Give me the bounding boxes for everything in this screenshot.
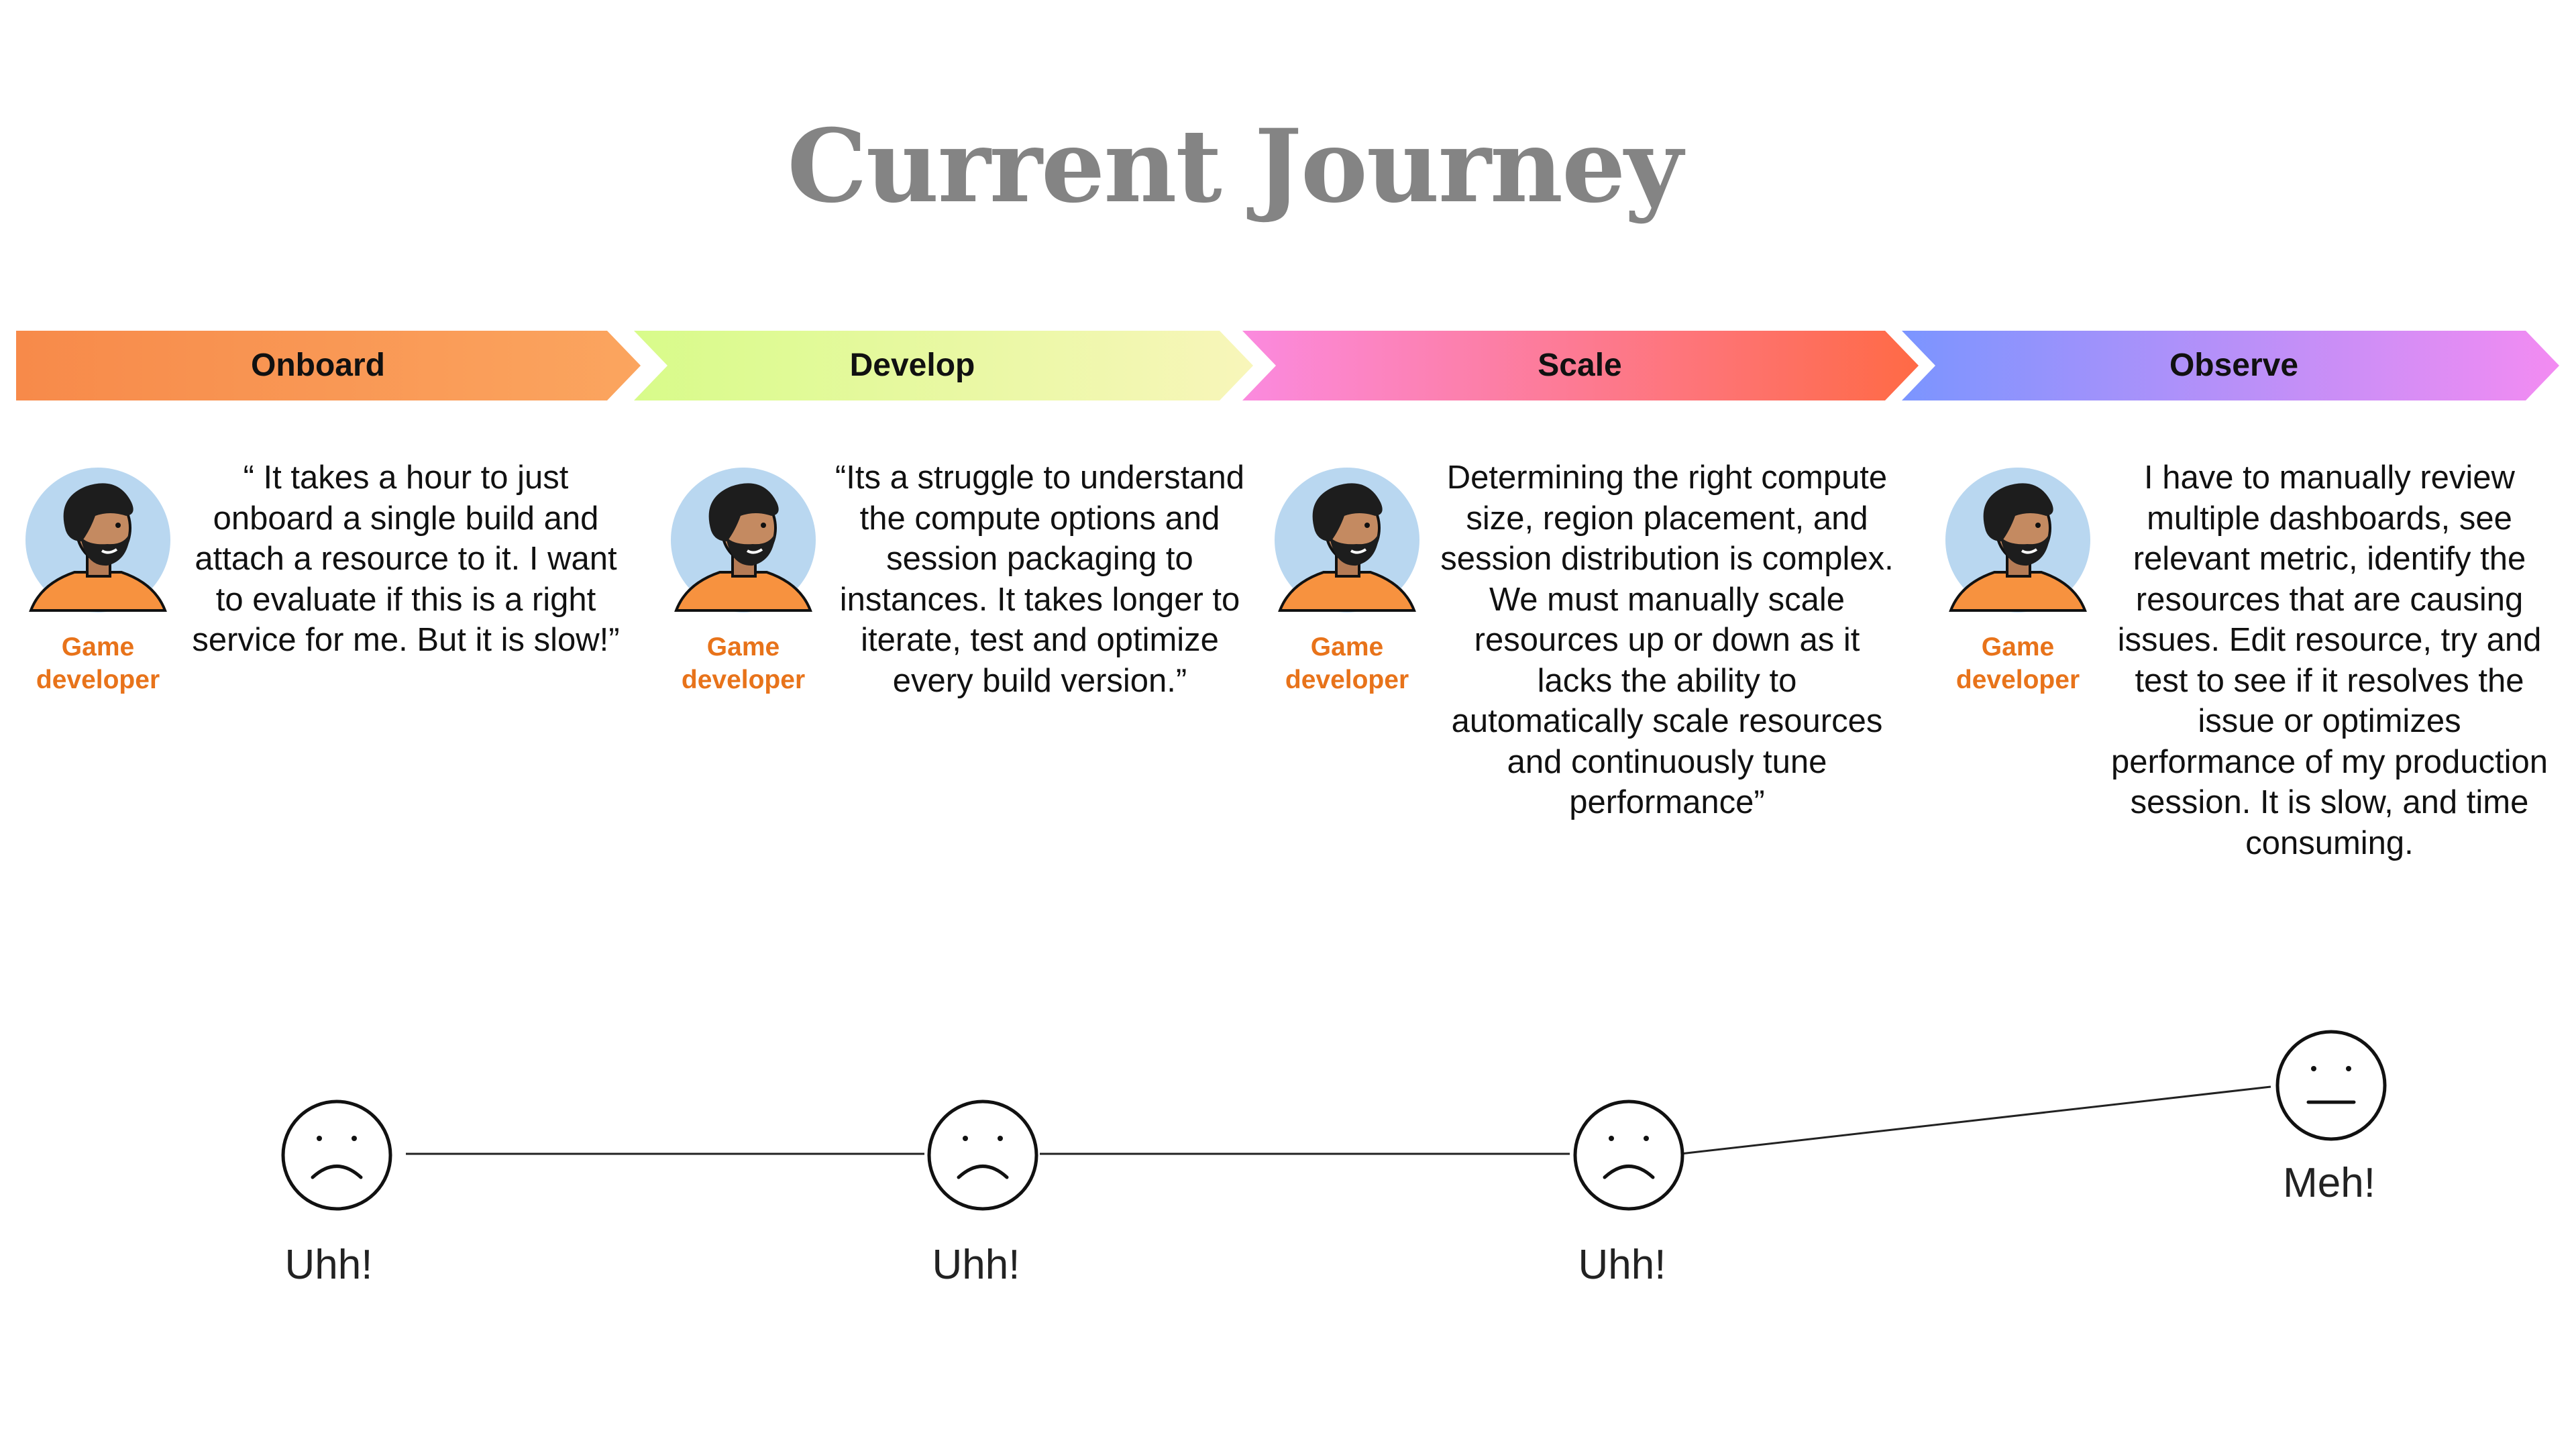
sentiment-label: Uhh! [1578,1242,1666,1288]
stage-arrow-develop [634,331,1253,400]
stage-label-scale: Scale [1538,347,1622,383]
persona-label-line1: Game [1310,633,1384,661]
stage-label-develop: Develop [849,347,975,383]
frown-face-icon [927,1099,1038,1211]
sentiment-label: Uhh! [932,1242,1020,1288]
stage-arrow-scale [1242,331,1919,400]
journey-stage-arrows [16,331,2559,400]
persona-label: Game developer [1267,631,1428,696]
persona-label-line2: developer [681,665,806,694]
stage-label-observe: Observe [2169,347,2299,383]
persona-label-line2: developer [1955,665,2080,694]
page-title: Current Journey [787,107,1682,225]
game-developer-avatar [671,468,816,612]
sentiment-connector-line [1680,1085,2271,1155]
sentiment-label: Uhh! [284,1242,373,1288]
stage-arrow-onboard [16,331,641,400]
game-developer-avatar [1275,468,1419,612]
persona-label: Game developer [663,631,824,696]
persona-label-line2: developer [36,665,160,694]
persona-label: Game developer [17,631,178,696]
sentiment-label: Meh! [2283,1160,2375,1206]
game-developer-avatar [25,468,170,612]
game-developer-avatar [1945,468,2090,612]
neutral-face-icon [2275,1030,2387,1141]
persona-label-line1: Game [1981,633,2055,661]
persona-label-line1: Game [61,633,135,661]
persona-label-line1: Game [706,633,780,661]
persona-label: Game developer [1937,631,2098,696]
quote-develop: “Its a struggle to understand the comput… [835,460,1245,699]
stage-arrow-observe [1902,331,2559,400]
quote-scale: Determining the right compute size, regi… [1440,460,1894,820]
quote-observe: I have to manually review multiple dashb… [2111,460,2548,861]
frown-face-icon [281,1099,392,1211]
frown-face-icon [1573,1099,1684,1211]
stage-label-onboard: Onboard [251,347,385,383]
persona-label-line2: developer [1285,665,1409,694]
quote-onboard: “ It takes a hour to just onboard a sing… [192,460,620,658]
